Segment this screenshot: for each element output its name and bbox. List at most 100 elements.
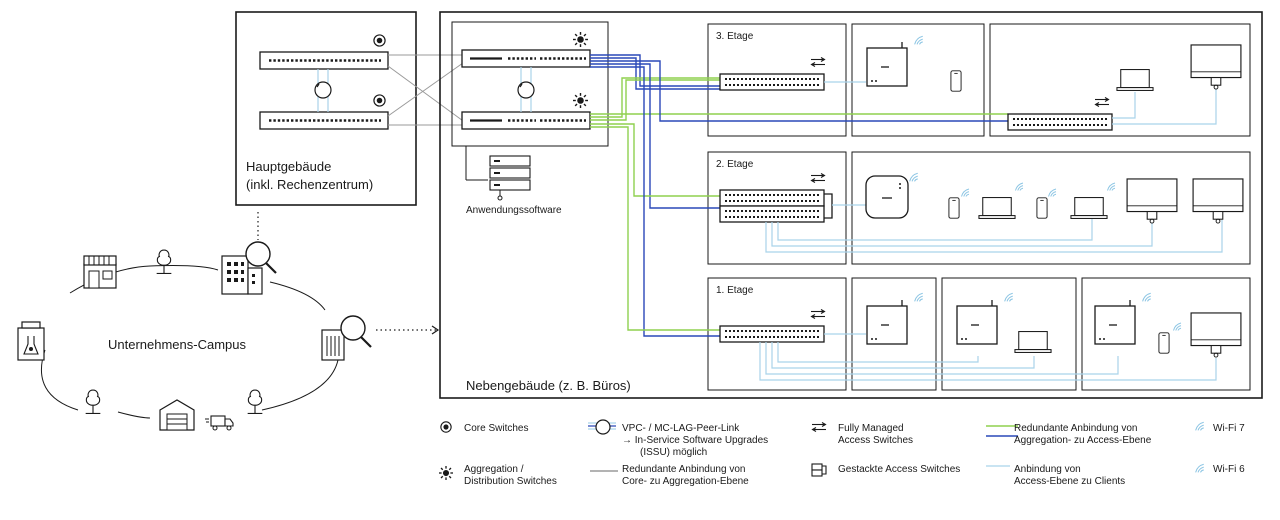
aggregation-switch [461,111,591,130]
phone-icon [948,197,960,219]
core-switch [259,51,389,70]
floor-1-label: 1. Etage [716,285,754,296]
floor-1-room [1081,277,1251,391]
legend-core-link-label: Core- zu Aggregation-Ebene [622,476,749,487]
legend-wifi6-label: Wi-Fi 6 [1213,464,1245,475]
legend-managed-label: Access Switches [838,435,913,446]
secondary-building-title: Nebengebäude (z. B. Büros) [466,378,631,393]
main-building-box [235,11,417,206]
core-switch-icon [373,34,386,47]
floor-3-room [851,23,985,137]
legend-peer-link-icon [588,419,616,435]
legend-wifi-7-icon [1195,421,1205,431]
legend: Core Switches Aggregation / Distribution… [439,419,1245,487]
phone-icon [1158,332,1170,354]
floor-1-room [941,277,1077,391]
legend-managed-icon [811,422,827,432]
aggregation-rack [451,21,609,147]
tree-icon [156,249,172,275]
lab-building-icon [17,321,45,361]
wifi-6-icon [914,292,924,302]
managed-switch-icon [1094,97,1110,107]
legend-wifi7-label: Wi-Fi 7 [1213,423,1245,434]
magnifier-icon [245,241,277,274]
legend-managed-label: Fully Managed [838,423,904,434]
legend-core-link-label: Redundante Anbindung von [622,464,745,475]
legend-agg-access-label: Redundante Anbindung von [1014,423,1137,434]
app-software-label: Anwendungssoftware [466,205,562,216]
access-point-icon [956,299,998,345]
floor-2-label: 2. Etage [716,159,754,170]
legend-aggregation-label: Aggregation / [464,464,524,475]
server-icon [489,155,531,201]
legend-clients-label: Access-Ebene zu Clients [1014,476,1125,487]
secondary-building-icon [321,329,345,361]
managed-switch-icon [810,173,826,183]
magnifier-icon [340,315,372,348]
client-links [759,81,1223,381]
legend-core-icon [440,421,452,433]
wifi-7-icon [1048,188,1057,197]
aggregation-switch-icon [573,32,588,47]
legend-aggregation-icon [439,466,453,480]
secondary-building-box [439,11,1263,399]
main-building-title: Hauptgebäude [246,159,331,174]
wifi-6-icon [1142,292,1152,302]
core-switch-icon [373,94,386,107]
access-switch [719,325,825,343]
shop-icon [83,255,117,289]
wifi-7-icon [914,35,924,45]
access-point-wifi7 [865,175,909,219]
wifi-7-icon [1107,182,1116,191]
managed-switch-icon [810,309,826,319]
legend-vpc-label: (ISSU) möglich [640,447,707,458]
monitor-icon [1192,178,1244,224]
wifi-7-icon [1015,182,1024,191]
legend-aggregation-label: Distribution Switches [464,476,557,487]
peer-link [314,69,332,112]
aggregation-access-links [590,54,1008,337]
main-building-subtitle: (inkl. Rechenzentrum) [246,177,373,192]
warehouse-icon [159,399,195,431]
phone-icon [1036,197,1048,219]
laptop-icon [1116,69,1154,91]
phone-icon [950,70,962,92]
wifi-7-icon [961,188,970,197]
tree-icon [85,389,101,415]
laptop-icon [1070,197,1108,219]
floor-3-label: 3. Etage [716,31,754,42]
core-switch [259,111,389,130]
aggregation-switch-icon [573,93,588,108]
office-building-icon [221,255,263,295]
legend-vpc-label: → In-Service Software Upgrades [622,435,768,446]
access-point-icon [866,41,908,87]
monitor-icon [1190,44,1242,90]
peer-link [517,67,535,112]
access-switch [1007,113,1113,131]
access-point-icon [1094,299,1136,345]
legend-wifi-6-icon [1195,463,1205,473]
legend-stacked-label: Gestackte Access Switches [838,464,960,475]
tree-icon [247,389,263,415]
access-point-icon [866,299,908,345]
laptop-icon [978,197,1016,219]
legend-agg-access-label: Aggregation- zu Access-Ebene [1014,435,1152,446]
wifi-6-icon [1004,292,1014,302]
aggregation-switch [461,49,591,68]
legend-vpc-label: VPC- / MC-LAG-Peer-Link [622,423,740,434]
floor-2-room [851,151,1251,265]
managed-switch-icon [810,57,826,67]
wifi-6-icon [1173,322,1182,331]
core-aggregation-links [387,54,471,127]
laptop-icon [1014,330,1052,354]
legend-stacked-icon [811,463,827,477]
floor-3-room [989,23,1251,137]
monitor-icon [1190,312,1242,358]
legend-core-label: Core Switches [464,423,528,434]
access-switch [719,73,825,91]
stacked-access-switch [719,189,833,223]
truck-icon [205,415,234,431]
campus-label: Unternehmens-Campus [108,337,247,352]
monitor-icon [1126,178,1178,224]
